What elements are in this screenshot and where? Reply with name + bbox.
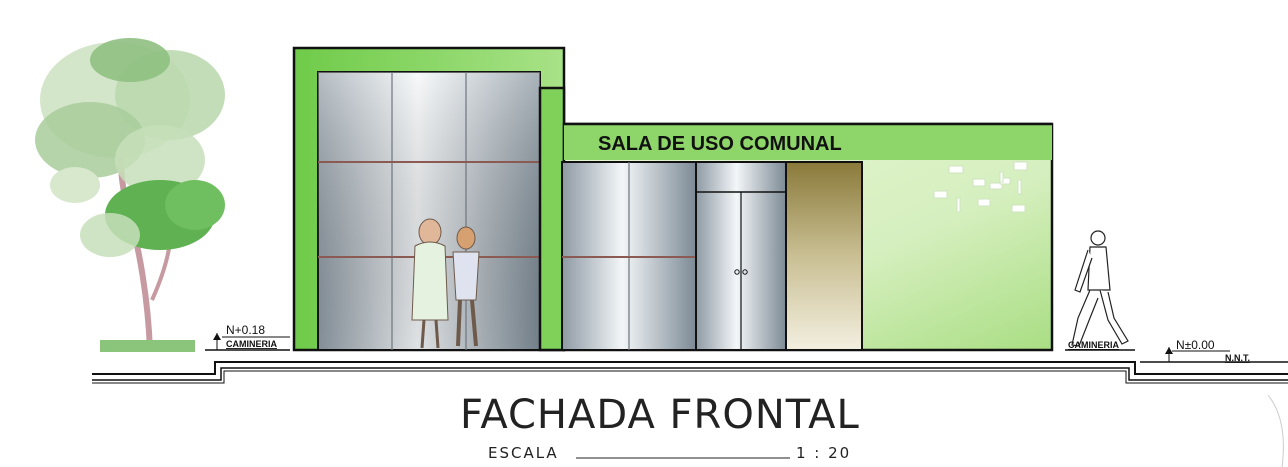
left-level-marker: N+0.18 CAMINERIA [213, 323, 290, 350]
ground-line [92, 349, 1288, 384]
sign-text: SALA DE USO COMUNAL [598, 133, 842, 155]
wall-decoration [933, 161, 1028, 213]
narrow-green-column [538, 86, 566, 352]
right-level-value: N±0.00 [1176, 338, 1215, 352]
drawing-title: FACHADA FRONTAL [460, 392, 860, 438]
tree-illustration [35, 38, 225, 352]
scale-value: 1 : 20 [796, 444, 851, 462]
left-level-value: N+0.18 [226, 323, 265, 337]
middle-glass-panel [561, 161, 697, 351]
glass-entrance-door [695, 161, 787, 351]
walking-person-outline [1071, 230, 1129, 347]
right-camineria-label: CAMINERIA [1068, 340, 1119, 350]
people-illustration [411, 218, 480, 349]
left-camineria-label: CAMINERIA [226, 339, 277, 349]
brown-panel [785, 161, 863, 351]
right-level-marker: CAMINERIA N±0.00 N.N.T. [1068, 338, 1250, 363]
nnt-label: N.N.T. [1225, 353, 1250, 363]
scale-label: ESCALA [488, 444, 559, 462]
paper-edge [1267, 394, 1284, 467]
